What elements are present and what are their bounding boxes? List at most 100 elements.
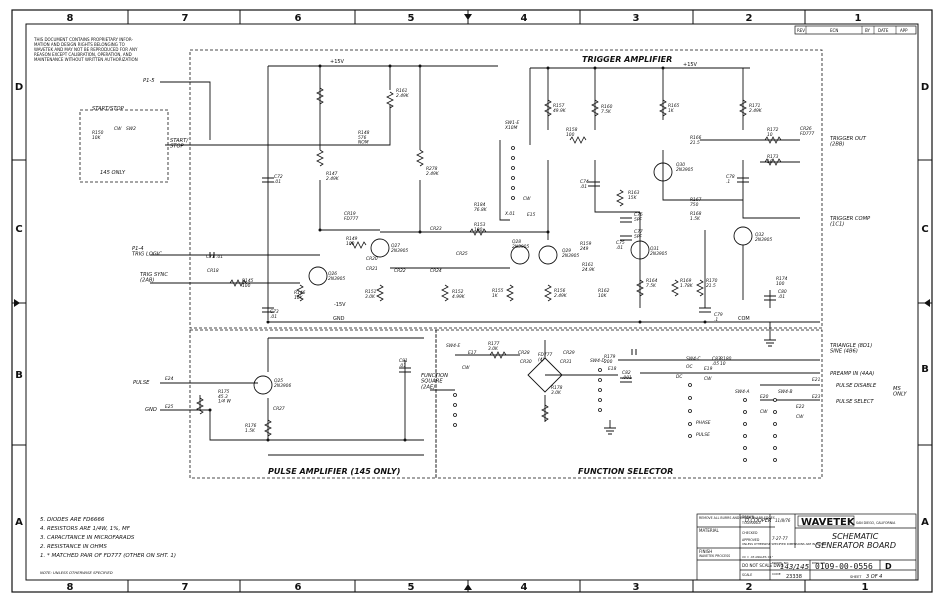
label-line: 2.49K (326, 176, 340, 182)
resistor-symbols (196, 87, 782, 437)
oc-label: OC (686, 364, 693, 370)
e15-label: E15 (527, 212, 536, 218)
ground-symbols (604, 339, 776, 435)
rail-plus15-a: +15V (330, 59, 345, 65)
label-line: E15 (527, 212, 536, 218)
label-line: .01 (778, 294, 785, 300)
label-line: R171 (749, 103, 761, 109)
c83-label: C83.05 (712, 356, 721, 367)
label-line: 145 ONLY (100, 170, 126, 176)
dims-note: UNLESS OTHERWISE SPECIFIED DIMENSIONS AR… (742, 542, 827, 546)
label-line: 200 (604, 359, 613, 365)
label-line: (2AB) (140, 278, 154, 284)
app-col: APP (900, 28, 908, 33)
label-line: X.01 (504, 211, 515, 217)
date-2: 7-27-77 (772, 536, 788, 541)
sheet-label: SHEET (850, 575, 862, 579)
zone-bottom-8: 8 (67, 582, 74, 593)
label-line: R278 (426, 166, 438, 172)
title-line-1: SCHEMATIC (832, 532, 879, 541)
label-line: R166 (690, 135, 702, 141)
checked-label: CHECKED (742, 531, 758, 535)
label-line: R167 (690, 197, 702, 203)
cr20-label: CR20 (366, 256, 378, 262)
q32-symbol (733, 226, 753, 246)
label-line: 7.5K (601, 109, 612, 115)
material-label: MATERIAL (699, 528, 720, 533)
label-line: 576 (358, 135, 367, 141)
model-label: MODEL NO. (772, 561, 789, 565)
zone-top-8: 8 (67, 13, 74, 24)
zone-top-4: 4 (521, 13, 528, 24)
zone-right-A: A (921, 517, 929, 528)
c79-label: C79.1 (714, 312, 723, 323)
label-line: SQUARE (421, 379, 443, 385)
label-line: CR24 (430, 268, 442, 274)
label-line: 1K (492, 293, 499, 299)
label-line: 5PF (634, 217, 642, 223)
junction-dots (208, 64, 707, 442)
label-line: CR23 (430, 226, 442, 232)
label-line: CR25 (456, 251, 468, 257)
dwg-no: 0109-00-0556 (815, 562, 873, 571)
label-line: P1-4 (132, 246, 144, 252)
approved-label: APPROVED (742, 538, 760, 542)
label-line: CR27 (273, 406, 285, 412)
zone-bottom-4: 4 (521, 582, 528, 593)
start-stop-terminal-label: START/STOP (170, 138, 189, 150)
function-selector-title: FUNCTION SELECTOR (578, 467, 673, 476)
145-only-label: 145 ONLY (100, 170, 126, 176)
pulse-disable-label: PULSE DISABLE (836, 383, 877, 389)
zone-left-C: C (15, 224, 22, 235)
label-line: R173 (767, 154, 779, 160)
label-line: C82 (622, 370, 631, 376)
zone-top-5: 5 (408, 13, 415, 24)
label-line: 100 (346, 241, 355, 247)
label-line: Q28 (512, 239, 521, 245)
label-line: C75 (616, 240, 625, 246)
label-line: TRIG LOGIC (132, 252, 162, 258)
label-line: 2N3905 (391, 248, 408, 254)
label-line: 2.49K (554, 293, 568, 299)
zone-bottom-5: 5 (408, 582, 415, 593)
label-line: CW (114, 126, 122, 132)
remove-burrs-text: REMOVE ALL BURRS AND BREAK SHARP EDGES (699, 516, 775, 520)
rev-letter: D (885, 562, 892, 571)
p1-5-label: P1-5 (143, 78, 155, 84)
label-line: C72 (274, 174, 283, 180)
label-line: R162 (598, 288, 610, 294)
label-line: 21.5 (706, 283, 716, 289)
label-line: 3.0K (551, 390, 562, 396)
label-line: R179 (604, 354, 616, 360)
wiring (150, 65, 820, 456)
label-line: R176 (245, 423, 257, 429)
label-line: 1.5K (245, 428, 256, 434)
transistor-symbols (253, 162, 753, 395)
label-line: 2N3905 (676, 167, 693, 173)
c71-label: C71 .01 (206, 254, 223, 260)
label-line: STOP (170, 144, 185, 150)
zone-top-2: 2 (746, 13, 753, 24)
label-line: R168 (690, 211, 702, 217)
e24-label: E24 (165, 376, 174, 382)
cw5-label: CW (760, 409, 768, 415)
label-line: SW4-B (778, 389, 793, 395)
label-line: 100 (242, 283, 251, 289)
title-line-2: GENERATOR BOARD (815, 541, 896, 550)
label-line: CR22 (394, 268, 406, 274)
date-col: DATE (878, 28, 889, 33)
c73-label: C73.01 (270, 309, 279, 320)
label-line: 4.99K (452, 294, 466, 300)
label-line: 15K (628, 195, 638, 201)
